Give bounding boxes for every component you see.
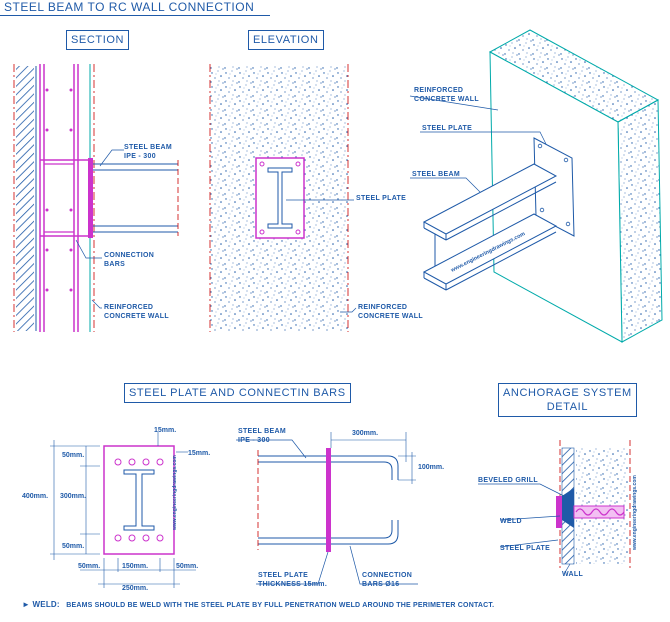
side-ipe-label: IPE - 300 — [238, 437, 270, 444]
plate-detail-ibeam — [123, 469, 155, 531]
plate-detail-watermark: www.engineeringdrawings.com — [172, 455, 178, 531]
dim-300mm-horizontal: 300mm. — [352, 430, 378, 437]
side-plate-label: STEEL PLATE — [258, 572, 308, 579]
section-view-title: SECTION — [66, 30, 130, 50]
elevation-reinforced-label: REINFORCED — [358, 304, 407, 311]
section-reinforced-label: REINFORCED — [104, 304, 153, 311]
elevation-plate-label: STEEL PLATE — [356, 195, 406, 202]
drawing-title: STEEL BEAM TO RC WALL CONNECTION — [4, 0, 255, 14]
dim-15mm-b: 15mm. — [188, 450, 210, 457]
anchorage-view-title: ANCHORAGE SYSTEM DETAIL — [498, 383, 637, 417]
side-steel-beam-label: STEEL BEAM — [238, 428, 286, 435]
iso-concrete-label: CONCRETE WALL — [414, 96, 479, 103]
dim-250mm: 250mm. — [122, 585, 148, 592]
section-ipe-label: IPE - 300 — [124, 153, 156, 160]
weld-note-text: BEAMS SHOULD BE WELD WITH THE STEEL PLAT… — [66, 602, 495, 609]
iso-plate-label: STEEL PLATE — [422, 125, 472, 132]
isometric-view: www.engineeringdrawings.com REINFORCED C… — [409, 29, 663, 343]
beveled-grill-label: BEVELED GRILL — [478, 477, 538, 484]
weld-label: WELD — [500, 518, 522, 525]
elevation-concrete-label: CONCRETE WALL — [358, 313, 423, 320]
section-connection-label: CONNECTION — [104, 252, 154, 259]
title-underline — [0, 15, 270, 16]
elevation-view: STEEL PLATE REINFORCED CONCRETE WALL — [209, 64, 423, 332]
dim-150mm: 150mm. — [122, 563, 148, 570]
weld-note-label: ► WELD: — [22, 600, 60, 609]
side-thickness-label: THICKNESS 15mm. — [258, 581, 327, 588]
section-plate — [88, 158, 93, 238]
wall-label: WALL — [562, 571, 583, 578]
section-view: STEEL BEAM IPE - 300 CONNECTION BARS REI… — [13, 64, 179, 332]
anchorage-bevel — [562, 488, 574, 528]
iso-plate — [533, 137, 575, 237]
dim-100mm: 100mm. — [418, 464, 444, 471]
dim-400mm: 400mm. — [22, 493, 48, 500]
anchorage-plate-label: STEEL PLATE — [500, 545, 550, 552]
anchorage-detail: www.engineeringdrawings.com BEVELED GRIL… — [478, 440, 638, 578]
anchorage-watermark: www.engineeringdrawings.com — [632, 475, 638, 551]
dim-15mm-a: 15mm. — [154, 427, 176, 434]
section-hatch — [16, 66, 34, 331]
side-connection-label: CONNECTION — [362, 572, 412, 579]
plate-detail-outline — [103, 445, 175, 555]
anchorage-title-line1: ANCHORAGE SYSTEM — [503, 387, 632, 399]
side-bars-dia-label: BARS Ø16 — [362, 581, 399, 588]
elevation-view-title: ELEVATION — [248, 30, 324, 50]
anchorage-title-line2: DETAIL — [546, 401, 589, 413]
elevation-plate — [255, 157, 305, 239]
section-bars-label: BARS — [104, 261, 125, 268]
weld-note: ► WELD: BEAMS SHOULD BE WELD WITH THE ST… — [22, 600, 494, 609]
plate-detail: www.engineeringdrawings.com 50mm. 300mm.… — [22, 427, 210, 592]
dim-300mm-vertical: 300mm. — [60, 493, 86, 500]
iso-bottom-flange — [422, 213, 558, 285]
dim-50mm-left: 50mm. — [78, 563, 100, 570]
iso-beam-label: STEEL BEAM — [412, 171, 460, 178]
side-bars-view: 300mm. 100mm. STEEL BEAM IPE - 300 STEEL… — [236, 428, 444, 588]
plate-bars-view-title: STEEL PLATE AND CONNECTIN BARS — [124, 383, 351, 403]
dim-50mm-right: 50mm. — [176, 563, 198, 570]
iso-top-flange — [422, 163, 558, 235]
side-plate — [326, 448, 331, 552]
iso-reinforced-label: REINFORCED — [414, 87, 463, 94]
dim-50mm-bottom: 50mm. — [62, 543, 84, 550]
section-steel-beam-label: STEEL BEAM — [124, 144, 172, 151]
elevation-ibeam — [267, 167, 293, 229]
section-concrete-label: CONCRETE WALL — [104, 313, 169, 320]
dim-50mm-top: 50mm. — [62, 452, 84, 459]
